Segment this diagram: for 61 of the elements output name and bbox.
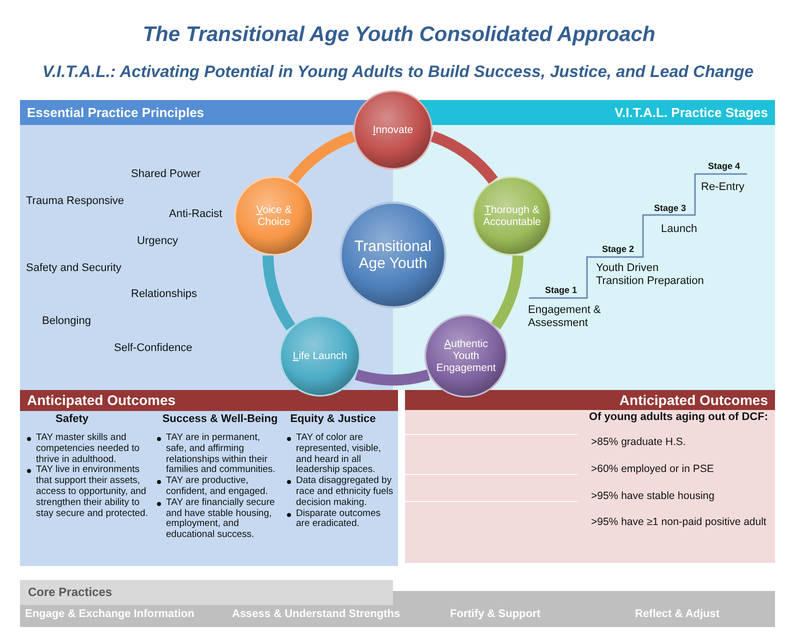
stage-number: Stage 3 (654, 203, 686, 213)
bullet-item: TAY master skills and competencies needed to thrive in adulthood. (36, 433, 141, 465)
stage-number: Stage 2 (602, 244, 634, 254)
practice-label: Assess & Understand Strengths (232, 608, 400, 620)
circle-node (234, 176, 314, 256)
outcome-item: >60% employed or in PSE (591, 463, 714, 475)
principle-label: Anti-Racist (169, 208, 222, 220)
circle-node (353, 90, 433, 170)
practice-label: Fortify & Support (450, 608, 540, 620)
practices-bar (20, 580, 775, 627)
bullet-item: TAY live in environments that support their assets, access to opportunity, and strengthen their ability to stay secure and protected. (36, 465, 149, 520)
ring-arc (288, 131, 356, 184)
outcomes-intro: Of young adults aging out of DCF: (588, 411, 768, 423)
bullet-item: TAY of color are represented, visible, and heard in all leadership spaces. (296, 433, 382, 476)
ring-arc (490, 255, 524, 330)
bullet-item: TAY are in permanent, safe, and affirming relationships within their families and communities. (166, 433, 276, 476)
stage-name: Engagement & Assessment (528, 304, 602, 330)
stage-number: Stage 1 (545, 285, 578, 295)
principle-label: Trauma Responsive (26, 195, 124, 207)
principle-label: Safety and Security (26, 262, 122, 274)
ring-arc (355, 369, 430, 386)
bullet-item: TAY are productive, confident, and engaged. (166, 476, 269, 498)
bullet-item: TAY are financially secure and have stable housing, employment, and educational success. (166, 498, 276, 541)
circle-label: Innovate (372, 124, 414, 136)
circle-node (424, 314, 508, 398)
stage-name: Re-Entry (701, 181, 744, 194)
principle-label: Self-Confidence (114, 342, 192, 354)
circle-node (472, 176, 552, 256)
outcome-item: >95% have ≥1 non-paid positive adult (591, 516, 766, 528)
principle-label: Urgency (137, 235, 178, 247)
stage-number: Stage 4 (708, 161, 740, 171)
circle-label: Thorough & Accountable (482, 204, 542, 228)
principle-label: Belonging (42, 315, 91, 327)
practice-label: Engage & Exchange Information (25, 608, 194, 620)
circle-node (339, 201, 447, 309)
bullet-item: Disparate outcomes are eradicated. (296, 508, 382, 530)
principle-label: Shared Power (131, 168, 201, 180)
principle-label: Relationships (131, 288, 198, 300)
column-heading: Success & Well-Being (162, 413, 278, 425)
stage-name: Youth Driven Transition Preparation (596, 262, 705, 288)
bullet-item: Data disaggregated by race and ethnicity fuels decision making. (296, 476, 394, 509)
circle-label: Life Launch (292, 350, 348, 362)
outcomes-panel (405, 390, 775, 563)
outcome-item: >95% have stable housing (591, 490, 714, 502)
circle-label: Voice & Choice (255, 204, 293, 228)
panel-header: Anticipated Outcomes (20, 390, 398, 411)
circle-node (279, 315, 361, 397)
section-tab: Core Practices (20, 580, 393, 605)
column-heading: Equity & Justice (290, 413, 376, 425)
circle-label: Authentic Youth Engagement (435, 338, 497, 374)
outcomes-panel (20, 390, 398, 566)
title: The Transitional Age Youth Consolidated Approach (142, 23, 656, 47)
stage-name: Launch (661, 223, 698, 236)
ring-arc (262, 255, 296, 330)
outcome-item: >85% graduate H.S. (591, 436, 686, 448)
practice-label: Reflect & Adjust (635, 608, 720, 620)
subtitle: V.I.T.A.L.: Activating Potential in Young Adults to Build Success, Justice, and Lead Change (42, 63, 754, 82)
column-heading: Safety (55, 413, 89, 425)
ring-arc (430, 131, 498, 184)
circle-label: Transitional Age Youth (354, 238, 432, 272)
panel-header: Anticipated Outcomes (405, 390, 775, 410)
